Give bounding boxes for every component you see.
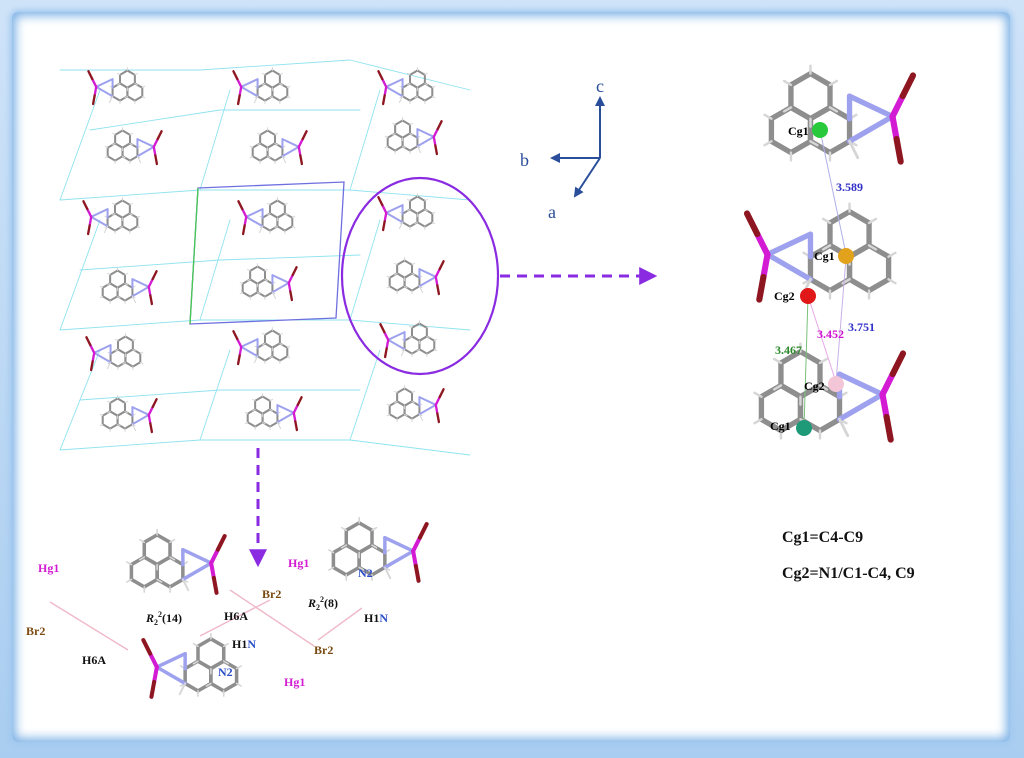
dimer-hbonds	[49, 589, 363, 651]
label-h6a-mid: H6A	[224, 609, 248, 623]
centroid-cg1-bottom	[796, 420, 812, 436]
label-h1n-right: H1N	[364, 611, 388, 625]
dimer-molecule-upper-left	[126, 528, 227, 595]
packing-molecule	[379, 320, 438, 359]
dimer-molecules	[126, 516, 429, 699]
packing-molecule	[237, 197, 296, 236]
packing-molecule	[99, 267, 158, 306]
packing-molecule	[384, 117, 443, 156]
packing-molecule	[377, 67, 436, 106]
distance-3467: 3.467	[775, 343, 802, 357]
label-cg1-top: Cg1	[788, 124, 809, 138]
unit-cell-box	[189, 181, 345, 325]
label-cg1-mid: Cg1	[814, 249, 835, 263]
stacking-molecules	[743, 64, 917, 443]
packing-molecule	[99, 395, 158, 434]
label-br2-mid: Br2	[262, 587, 281, 601]
distance-3751: 3.751	[848, 320, 875, 334]
packing-molecules	[82, 67, 445, 434]
centroid-cg1-mid	[838, 248, 854, 264]
packing-molecule	[232, 327, 291, 366]
packing-molecule	[85, 333, 144, 372]
packing-molecule	[232, 67, 291, 106]
definition-cg1: Cg1=C4-C9	[782, 529, 863, 546]
dimer-molecule-upper-right	[328, 516, 429, 583]
label-h1n-mid: H1N	[232, 637, 256, 651]
label-hg1-mid: Hg1	[288, 556, 309, 570]
label-cg1-bottom: Cg1	[770, 419, 791, 433]
ring-motif-r8: R22(8)	[307, 595, 338, 612]
label-n2-low: N2	[218, 665, 233, 679]
packing-molecule	[82, 197, 141, 236]
label-h6a-left: H6A	[82, 653, 106, 667]
centroid-cg2-mid	[800, 288, 816, 304]
definition-cg2: Cg2=N1/C1-C4, C9	[782, 565, 915, 582]
axis-label-c: c	[596, 76, 604, 96]
highlight-ellipse	[340, 176, 500, 376]
packing-molecule	[104, 127, 163, 166]
packing-molecule	[244, 393, 303, 432]
packing-molecule	[377, 193, 436, 232]
packing-molecule	[386, 257, 445, 296]
label-hg1-low: Hg1	[284, 675, 305, 689]
label-n2-right: N2	[358, 566, 373, 580]
label-hg1-left: Hg1	[38, 561, 59, 575]
distance-3452: 3.452	[817, 327, 844, 341]
centroids	[796, 122, 854, 436]
label-cg2-low: Cg2	[804, 379, 825, 393]
packing-molecule	[249, 127, 308, 166]
stacking-molecule-top	[763, 64, 917, 165]
packing-molecule	[386, 385, 445, 424]
packing-molecule	[239, 263, 298, 302]
packing-hydrogen-bond-network	[59, 59, 471, 456]
label-br2-left: Br2	[26, 624, 45, 638]
label-br2-right: Br2	[314, 643, 333, 657]
packing-molecule	[87, 67, 146, 106]
axis-label-a: a	[548, 202, 556, 222]
centroid-cg1-top	[812, 122, 828, 138]
axis-label-b: b	[520, 150, 529, 170]
centroid-cg2-low	[828, 376, 844, 392]
label-cg2-mid: Cg2	[774, 289, 795, 303]
crystal-axes	[550, 96, 605, 198]
dimer-molecule-lower	[141, 632, 242, 699]
ring-motif-r14: R22(14)	[145, 610, 182, 627]
stacking-contacts	[803, 129, 847, 429]
stacking-molecule-bottom	[753, 342, 907, 443]
distance-3589: 3.589	[836, 180, 863, 194]
